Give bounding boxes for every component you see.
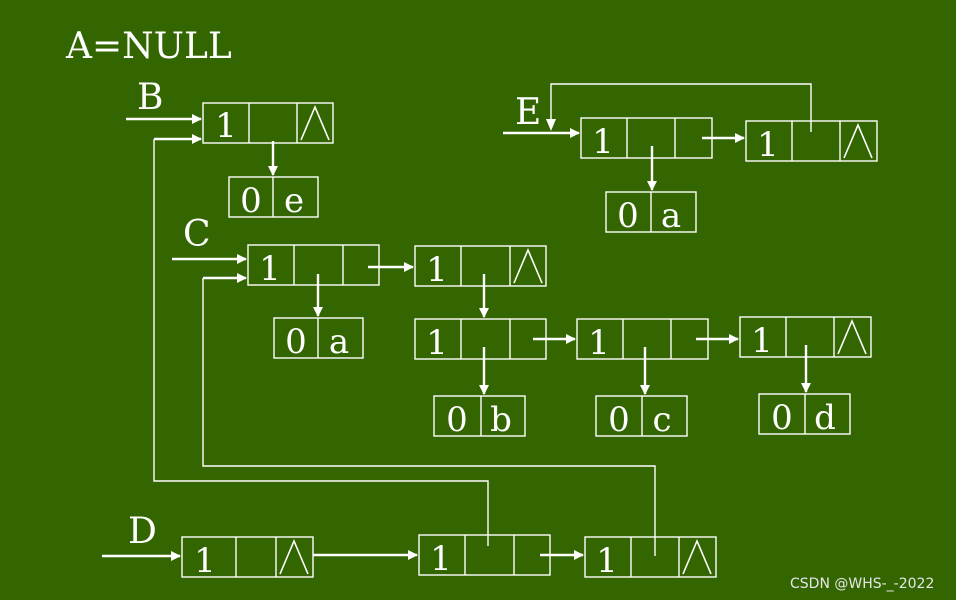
atom-b-node: 0 b — [433, 395, 526, 440]
atom-b-tag: 0 — [446, 400, 468, 440]
e-recursive-arrowhead — [546, 119, 556, 131]
c-atom-a-tag: 0 — [285, 322, 307, 362]
c-atom-a-value: a — [329, 322, 349, 362]
null-pointer-icon — [843, 122, 873, 159]
d-to-b-link — [153, 139, 489, 546]
atom-c-tag: 0 — [608, 400, 630, 440]
sub-list-1-tag: 1 — [426, 323, 448, 363]
e-atom-a-node: 0 a — [605, 191, 697, 236]
c-list-node-1: 1 — [247, 244, 380, 289]
b-atom-tag: 0 — [240, 181, 262, 221]
null-pointer-icon — [682, 538, 712, 575]
b-list-node: 1 — [202, 102, 334, 146]
d-list-node-2: 1 — [418, 534, 551, 579]
watermark: CSDN @WHS-_-2022 — [790, 576, 934, 592]
atom-d-value: d — [814, 398, 836, 438]
sub-list-node-1: 1 — [414, 318, 547, 363]
label-a-null: A=NULL — [65, 26, 232, 67]
e-atom-a-value: a — [661, 196, 681, 236]
label-e: E — [515, 92, 541, 133]
d-list-1-tag: 1 — [194, 541, 216, 581]
atom-b-value: b — [490, 400, 512, 440]
null-pointer-icon — [300, 104, 330, 141]
d-list-3-tag: 1 — [596, 541, 618, 581]
null-pointer-icon — [513, 247, 543, 284]
null-pointer-icon — [279, 538, 309, 575]
label-c: C — [183, 214, 211, 255]
e-list-node-1: 1 — [580, 117, 713, 162]
c-atom-a-node: 0 a — [273, 317, 364, 362]
d-list-node-1: 1 — [181, 536, 314, 581]
b-list-tag: 1 — [215, 106, 237, 146]
c-list-2-tag: 1 — [426, 250, 448, 290]
label-b: B — [137, 77, 163, 118]
e-list-2-tag: 1 — [757, 125, 779, 165]
e-list-1-tag: 1 — [592, 122, 614, 162]
atom-d-node: 0 d — [758, 393, 851, 438]
atom-c-node: 0 c — [595, 395, 688, 440]
c-list-1-tag: 1 — [259, 249, 281, 289]
sub-list-3-tag: 1 — [751, 321, 773, 361]
label-d: D — [128, 511, 157, 552]
c-list-node-2: 1 — [414, 245, 547, 290]
atom-c-value: c — [652, 400, 671, 440]
d-list-node-3: 1 — [584, 536, 717, 581]
b-atom-node: 0 e — [228, 176, 319, 221]
b-atom-value: e — [284, 181, 304, 221]
d-list-2-tag: 1 — [430, 539, 452, 579]
null-pointer-icon — [837, 318, 867, 355]
sub-list-node-2: 1 — [576, 318, 709, 363]
e-recursive-link — [550, 83, 812, 132]
sub-list-2-tag: 1 — [588, 323, 610, 363]
d-to-c-link — [202, 278, 656, 556]
atom-d-tag: 0 — [771, 398, 793, 438]
e-atom-a-tag: 0 — [617, 196, 639, 236]
